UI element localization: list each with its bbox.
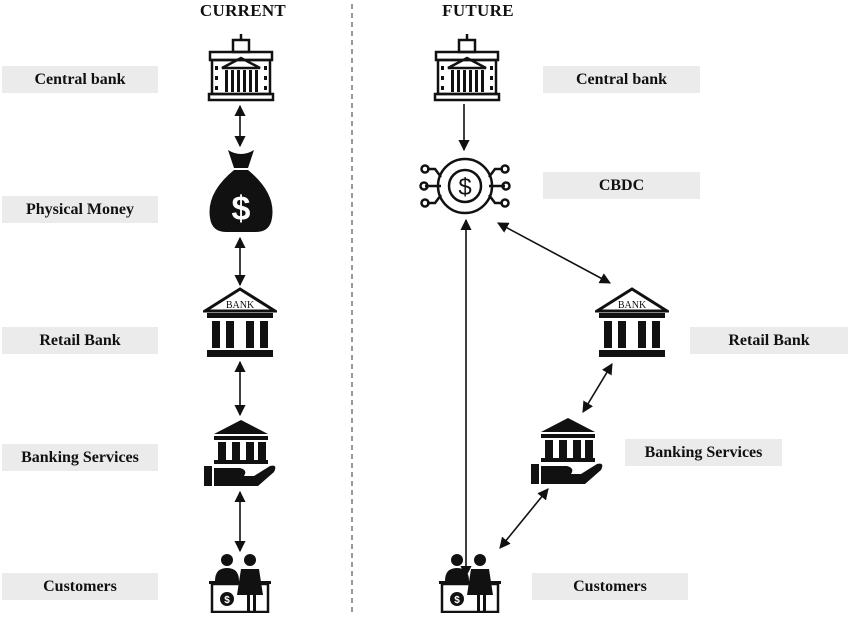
current-money-bag-icon (209, 150, 273, 232)
arrow-future-retailbank-services (582, 363, 613, 413)
future-retail-bank-label: Retail Bank (690, 327, 848, 354)
current-header: CURRENT (199, 1, 287, 20)
current-banking-services-label: Banking Services (2, 444, 158, 471)
arrow-future-services-customers (499, 488, 549, 549)
future-banking-services-label: Banking Services (625, 439, 782, 466)
future-cbdc-label: CBDC (543, 172, 700, 199)
future-central-bank-icon (433, 34, 501, 102)
current-central-bank-label: Central bank (2, 66, 158, 93)
current-banking-services-icon (204, 420, 276, 486)
current-retail-bank-label: Retail Bank (2, 327, 158, 354)
future-central-bank-label: Central bank (543, 66, 700, 93)
current-bank-icon-text: BANK (226, 300, 255, 311)
current-customers-label: Customers (2, 573, 158, 600)
current-central-bank-icon (207, 34, 275, 102)
future-cbdc-icon (419, 157, 511, 215)
future-header: FUTURE (442, 1, 514, 20)
future-banking-services-icon (531, 418, 603, 484)
current-physical-money-label: Physical Money (2, 196, 158, 223)
current-customers-icon (207, 553, 273, 613)
future-bank-icon-text: BANK (618, 300, 647, 311)
future-customers-icon (437, 553, 503, 613)
arrow-future-cbdc-retailbank (497, 222, 611, 284)
future-customers-label: Customers (532, 573, 688, 600)
